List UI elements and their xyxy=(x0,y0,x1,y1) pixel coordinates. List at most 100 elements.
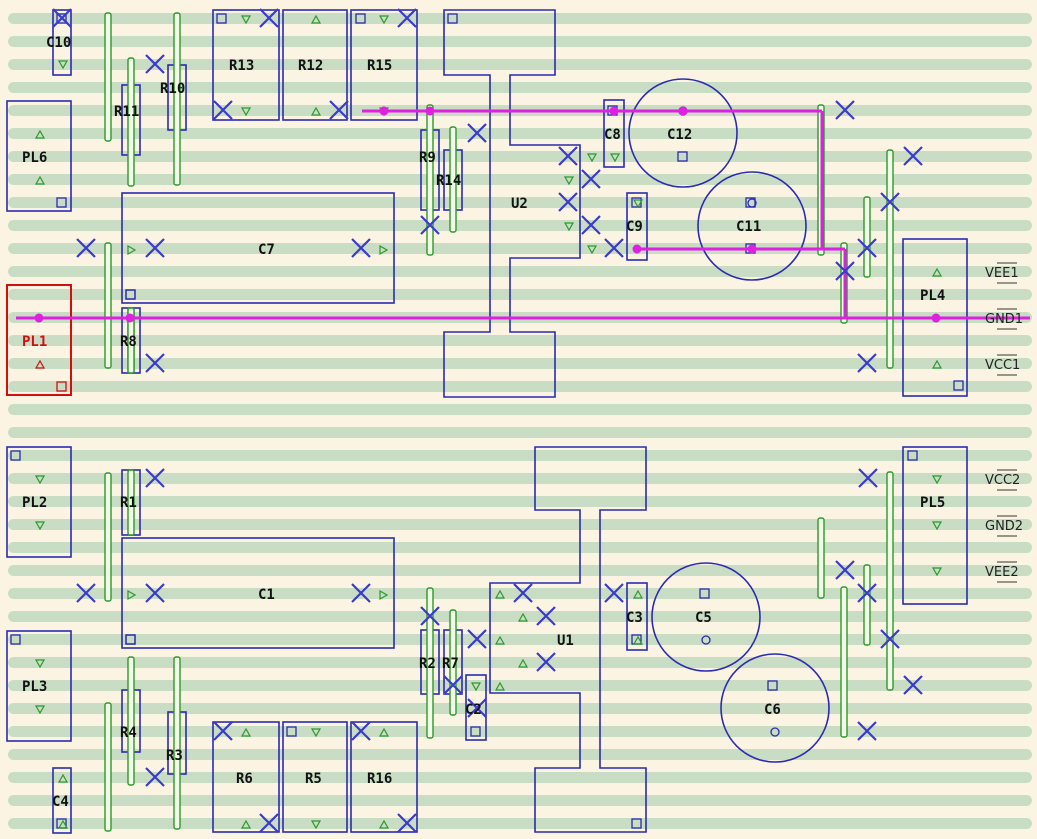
c8-outline[interactable] xyxy=(603,99,625,168)
copper-strip xyxy=(8,726,1032,737)
c12-outline[interactable] xyxy=(628,78,738,188)
copper-strip xyxy=(8,519,1032,530)
r5-outline[interactable] xyxy=(282,721,348,833)
track-cut-mark[interactable] xyxy=(604,583,624,603)
c5-outline[interactable] xyxy=(651,562,761,672)
c11-outline[interactable] xyxy=(697,171,807,281)
track-cut-mark[interactable] xyxy=(467,698,487,718)
track-cut-mark[interactable] xyxy=(857,353,877,373)
c2-outline[interactable] xyxy=(465,674,487,741)
label-c10: C10 xyxy=(46,35,71,51)
pl5-outline[interactable] xyxy=(902,446,968,605)
track-cut-mark[interactable] xyxy=(213,100,233,120)
track-cut-mark[interactable] xyxy=(513,583,533,603)
track-cut-mark[interactable] xyxy=(903,675,923,695)
track-cut-mark[interactable] xyxy=(880,629,900,649)
track-cut-mark[interactable] xyxy=(76,583,96,603)
label-c9: C9 xyxy=(626,219,643,235)
track-cut-mark[interactable] xyxy=(858,468,878,488)
label-r4: R4 xyxy=(120,725,137,741)
track-cut-mark[interactable] xyxy=(604,238,624,258)
track-cut-mark[interactable] xyxy=(420,606,440,626)
copper-strip xyxy=(8,151,1032,162)
track-cut-mark[interactable] xyxy=(903,146,923,166)
track-cut-mark[interactable] xyxy=(145,238,165,258)
label-r5: R5 xyxy=(305,771,322,787)
track-cut-mark[interactable] xyxy=(857,583,877,603)
track-cut-mark[interactable] xyxy=(145,583,165,603)
track-cut-mark[interactable] xyxy=(145,353,165,373)
copper-strip xyxy=(8,289,1032,300)
net-label-vee1: VEE1 xyxy=(985,266,1019,281)
track-cut-mark[interactable] xyxy=(329,100,349,120)
wire-links xyxy=(104,12,894,832)
track-cut-mark[interactable] xyxy=(581,215,601,235)
r16-outline[interactable] xyxy=(350,721,418,833)
track-cut-mark[interactable] xyxy=(835,560,855,580)
c4-outline[interactable] xyxy=(52,767,72,834)
c7-outline[interactable] xyxy=(121,192,395,304)
r12-outline[interactable] xyxy=(282,9,348,121)
track-cut-mark[interactable] xyxy=(467,123,487,143)
label-pl2: PL2 xyxy=(22,495,47,511)
component-labels: C10 R11 R10 R13 R12 R15 PL6 C7 R9 R14 U2… xyxy=(22,35,945,810)
track-cut-mark[interactable] xyxy=(536,652,556,672)
r15-outline[interactable] xyxy=(350,9,418,121)
track-cut-mark[interactable] xyxy=(467,629,487,649)
c6-outline[interactable] xyxy=(720,653,830,763)
copper-strip xyxy=(8,818,1032,829)
net-labels: VEE1 GND1 VCC1 VCC2 GND2 VEE2 xyxy=(985,266,1023,580)
track-cut-mark[interactable] xyxy=(857,721,877,741)
track-cut-mark[interactable] xyxy=(880,192,900,212)
copper-strip xyxy=(8,36,1032,47)
label-c8: C8 xyxy=(604,127,621,143)
pl1-outline[interactable] xyxy=(6,284,72,396)
copper-strip xyxy=(8,59,1032,70)
copper-strip xyxy=(8,795,1032,806)
c1-outline[interactable] xyxy=(121,537,395,649)
label-r12: R12 xyxy=(298,58,323,74)
c9-outline[interactable] xyxy=(626,192,648,261)
track-cut-mark[interactable] xyxy=(420,215,440,235)
label-r16: R16 xyxy=(367,771,392,787)
c10-outline[interactable] xyxy=(52,9,72,76)
label-r15: R15 xyxy=(367,58,392,74)
wire-nodes xyxy=(34,106,941,323)
u1-outline[interactable] xyxy=(489,446,647,833)
track-cut-mark[interactable] xyxy=(536,606,556,626)
c3-outline[interactable] xyxy=(626,582,648,651)
track-cut-mark[interactable] xyxy=(351,721,371,741)
track-cut-mark[interactable] xyxy=(397,813,417,833)
track-cut-mark[interactable] xyxy=(835,100,855,120)
track-cut-mark[interactable] xyxy=(259,813,279,833)
track-cut-mark[interactable] xyxy=(351,583,371,603)
net-label-gnd2: GND2 xyxy=(985,519,1023,534)
u2-outline[interactable] xyxy=(443,9,581,398)
pl3-outline[interactable] xyxy=(6,630,72,742)
track-cut-mark[interactable] xyxy=(857,238,877,258)
r13-outline[interactable] xyxy=(212,9,280,121)
track-cut-mark[interactable] xyxy=(76,238,96,258)
label-r6: R6 xyxy=(236,771,253,787)
label-r2: R2 xyxy=(419,656,436,672)
track-cut-mark[interactable] xyxy=(259,8,279,28)
track-cut-mark[interactable] xyxy=(443,675,463,695)
track-cut-mark[interactable] xyxy=(397,8,417,28)
pl2-outline[interactable] xyxy=(6,446,72,558)
track-cut-mark[interactable] xyxy=(835,261,855,281)
track-cut-mark[interactable] xyxy=(145,767,165,787)
track-cut-mark[interactable] xyxy=(558,146,578,166)
pin-markers xyxy=(34,14,943,830)
track-cut-mark[interactable] xyxy=(581,169,601,189)
r6-outline[interactable] xyxy=(212,721,280,833)
track-cut-mark[interactable] xyxy=(213,721,233,741)
net-label-vee2: VEE2 xyxy=(985,565,1019,580)
label-c7: C7 xyxy=(258,242,275,258)
track-cut-mark[interactable] xyxy=(145,54,165,74)
track-cut-mark[interactable] xyxy=(558,192,578,212)
track-cut-mark[interactable] xyxy=(52,8,72,28)
track-cut-mark[interactable] xyxy=(145,468,165,488)
pl6-outline[interactable] xyxy=(6,100,72,212)
track-cut-mark[interactable] xyxy=(351,238,371,258)
